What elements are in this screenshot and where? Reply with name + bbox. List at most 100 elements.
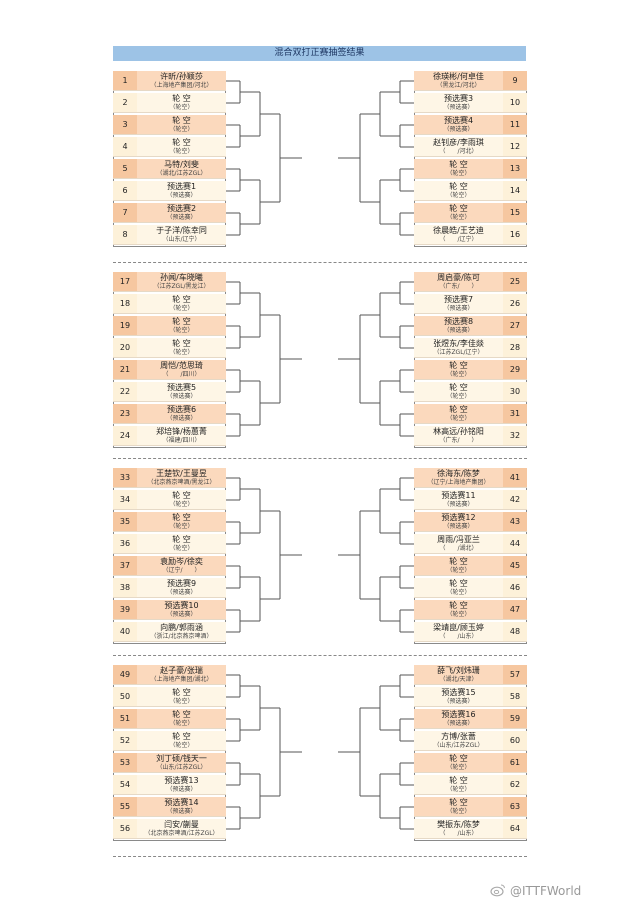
player-pair: 轮 空 <box>172 116 191 125</box>
player-pair: 轮 空 <box>449 383 468 392</box>
seed-number: 10 <box>503 93 527 113</box>
draw-entry: 轮 空（轮空） <box>414 556 503 576</box>
draw-entry: 预选赛3（预选赛） <box>414 93 503 113</box>
draw-entry: 徐瑛彬/何卓佳（黑龙江/河北） <box>414 71 503 91</box>
draw-entry: 预选赛6（预选赛） <box>137 404 226 424</box>
team-affiliation: （轮空） <box>446 589 471 596</box>
team-affiliation: （轮空） <box>169 104 194 111</box>
seed-number: 31 <box>503 404 527 424</box>
team-affiliation: （预选赛） <box>443 305 474 312</box>
seed-number: 51 <box>113 709 137 729</box>
draw-entry: 预选赛4（预选赛） <box>414 115 503 135</box>
player-pair: 徐瑛彬/何卓佳 <box>433 72 484 81</box>
player-pair: 预选赛9 <box>166 579 197 588</box>
player-pair: 方博/张蔷 <box>441 732 476 741</box>
draw-entry: 轮 空（轮空） <box>137 93 226 113</box>
player-pair: 轮 空 <box>172 688 191 697</box>
seed-number: 47 <box>503 600 527 620</box>
player-pair: 预选赛16 <box>441 710 476 719</box>
seed-number: 48 <box>503 622 527 642</box>
seed-number: 25 <box>503 272 527 292</box>
seed-number: 29 <box>503 360 527 380</box>
draw-entry: 轮 空（轮空） <box>414 775 503 795</box>
team-affiliation: （北京燕京啤酒/江苏ZGL） <box>144 830 219 837</box>
team-affiliation: （山东/江苏ZGL） <box>433 742 484 749</box>
seed-number: 23 <box>113 404 137 424</box>
team-affiliation: （浙江/北京燕京啤酒） <box>150 633 213 640</box>
player-pair: 轮 空 <box>172 491 191 500</box>
team-affiliation: （江苏ZGL/辽宁） <box>433 349 484 356</box>
draw-entry: 轮 空（轮空） <box>414 578 503 598</box>
team-affiliation: （黑龙江/河北） <box>436 82 481 89</box>
seed-number: 14 <box>503 181 527 201</box>
player-pair: 闫安/蒯曼 <box>164 820 199 829</box>
team-affiliation: （ /湖北） <box>439 545 478 552</box>
player-pair: 轮 空 <box>449 557 468 566</box>
team-affiliation: （预选赛） <box>443 501 474 508</box>
seed-number: 49 <box>113 665 137 685</box>
player-pair: 赵钊彦/李雨琪 <box>433 138 484 147</box>
draw-entry: 轮 空（轮空） <box>414 404 503 424</box>
player-pair: 林高远/孙铭阳 <box>433 427 484 436</box>
seed-number: 20 <box>113 338 137 358</box>
player-pair: 预选赛3 <box>443 94 474 103</box>
draw-entry: 赵子豪/张瑞（上海地产集团/湖北） <box>137 665 226 685</box>
seed-number: 37 <box>113 556 137 576</box>
seed-number: 38 <box>113 578 137 598</box>
draw-entry: 轮 空（轮空） <box>137 316 226 336</box>
team-affiliation: （轮空） <box>446 764 471 771</box>
draw-entry: 王楚钦/王曼昱（北京燕京啤酒/黑龙江） <box>137 468 226 488</box>
seed-number: 57 <box>503 665 527 685</box>
section-separator <box>113 856 527 857</box>
team-affiliation: （轮空） <box>169 523 194 530</box>
draw-entry: 轮 空（轮空） <box>414 360 503 380</box>
seed-number: 64 <box>503 819 527 839</box>
seed-number: 56 <box>113 819 137 839</box>
draw-entry: 轮 空（轮空） <box>414 159 503 179</box>
player-pair: 薛飞/刘炜珊 <box>437 666 480 675</box>
draw-entry: 孙闻/车晓曦（江苏ZGL/黑龙江） <box>137 272 226 292</box>
seed-number: 22 <box>113 382 137 402</box>
watermark-text: @ITTFWorld <box>510 884 582 898</box>
player-pair: 预选赛8 <box>443 317 474 326</box>
player-pair: 预选赛12 <box>441 513 476 522</box>
team-affiliation: （北京燕京啤酒/黑龙江） <box>147 479 216 486</box>
player-pair: 赵子豪/张瑞 <box>160 666 203 675</box>
player-pair: 王楚钦/王曼昱 <box>156 469 207 478</box>
draw-entry: 张煜东/李佳燚（江苏ZGL/辽宁） <box>414 338 503 358</box>
player-pair: 刘丁硕/钱天一 <box>156 754 207 763</box>
draw-entry: 梁靖崑/顾玉婷（ /山东） <box>414 622 503 642</box>
player-pair: 轮 空 <box>449 361 468 370</box>
team-affiliation: （ /四川） <box>162 371 201 378</box>
player-pair: 徐海东/陈梦 <box>437 469 480 478</box>
player-pair: 向鹏/郭雨涵 <box>160 623 203 632</box>
team-affiliation: （山东/辽宁） <box>162 236 201 243</box>
team-affiliation: （轮空） <box>446 808 471 815</box>
draw-entry: 预选赛14（预选赛） <box>137 797 226 817</box>
seed-number: 41 <box>503 468 527 488</box>
player-pair: 袁励岑/徐奕 <box>160 557 203 566</box>
draw-entry: 周启豪/陈可（广东/ ） <box>414 272 503 292</box>
player-pair: 周启豪/陈可 <box>437 273 480 282</box>
team-affiliation: （轮空） <box>446 415 471 422</box>
team-affiliation: （湖北/天津） <box>439 676 478 683</box>
draw-entry: 轮 空（轮空） <box>137 731 226 751</box>
team-affiliation: （辽宁/ ） <box>162 567 201 574</box>
player-pair: 预选赛2 <box>166 204 197 213</box>
draw-entry: 林高远/孙铭阳（广东/ ） <box>414 426 503 446</box>
player-pair: 轮 空 <box>449 182 468 191</box>
seed-number: 55 <box>113 797 137 817</box>
seed-number: 54 <box>113 775 137 795</box>
weibo-logo-icon <box>490 884 505 897</box>
player-pair: 预选赛1 <box>166 182 197 191</box>
seed-number: 52 <box>113 731 137 751</box>
team-affiliation: （预选赛） <box>166 214 197 221</box>
team-affiliation: （轮空） <box>446 567 471 574</box>
seed-number: 3 <box>113 115 137 135</box>
seed-number: 42 <box>503 490 527 510</box>
draw-entry: 轮 空（轮空） <box>137 512 226 532</box>
draw-entry: 预选赛12（预选赛） <box>414 512 503 532</box>
team-affiliation: （预选赛） <box>443 523 474 530</box>
seed-number: 24 <box>113 426 137 446</box>
team-affiliation: （ /辽宁） <box>439 236 478 243</box>
